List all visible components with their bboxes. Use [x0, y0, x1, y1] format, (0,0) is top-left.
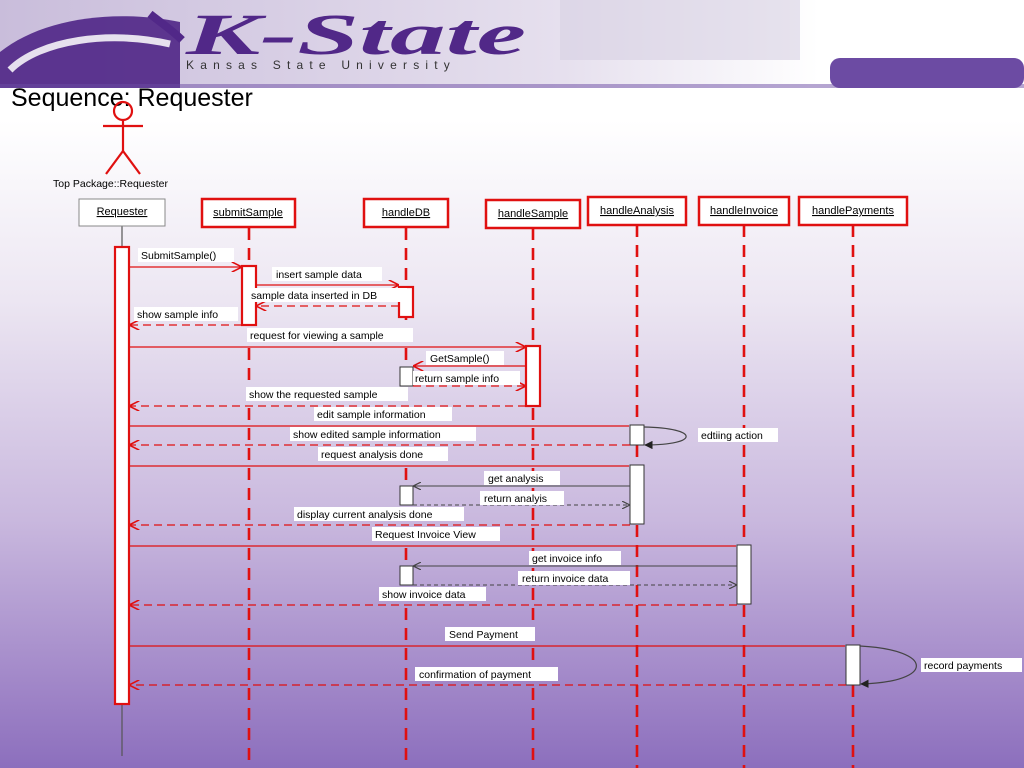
- lifeline-label-submitsample: submitSample: [213, 207, 283, 219]
- message-label: SubmitSample(): [141, 250, 216, 262]
- lifeline-label-handlesample: handleSample: [498, 208, 568, 220]
- kstate-banner: K-State Kansas State University: [0, 0, 1024, 88]
- activation-handledb-invoice: [399, 565, 414, 586]
- message-label: get analysis: [488, 473, 543, 485]
- lifeline-box-handledb: handleDB: [362, 197, 450, 229]
- message-label: sample data inserted in DB: [251, 290, 377, 302]
- message-label: get invoice info: [532, 553, 602, 565]
- message-label: Request Invoice View: [375, 529, 476, 541]
- activation-handleanalysis-edit: [629, 424, 645, 446]
- message-label: Send Payment: [449, 629, 518, 641]
- message-arrow-editing-action: [643, 426, 687, 450]
- message-label: edit sample information: [317, 409, 426, 421]
- message-label: show edited sample information: [293, 429, 441, 441]
- university-name: Kansas State University: [186, 58, 456, 72]
- message-label: show the requested sample: [249, 389, 378, 401]
- lifeline-box-handleanalysis: handleAnalysis: [586, 195, 688, 227]
- message-label: show invoice data: [382, 589, 466, 601]
- activation-handledb-analysis: [399, 485, 414, 506]
- activation-requester: [113, 245, 131, 706]
- activation-handlesample: [524, 344, 542, 408]
- lifeline-box-handlesample: handleSample: [484, 198, 582, 230]
- message-label: edtiing action: [701, 430, 763, 442]
- activation-handleanalysis-analysis: [629, 464, 645, 525]
- message-label: return analyis: [484, 493, 547, 505]
- message-label: confirmation of payment: [419, 669, 531, 681]
- kstate-logo-text: K-State: [184, 2, 526, 67]
- activation-handledb-getsample: [399, 366, 414, 387]
- lifeline-label-handledb: handleDB: [382, 207, 430, 219]
- lifeline-box-requester: Requester: [78, 198, 166, 227]
- lifeline-label-requester: Requester: [97, 206, 148, 218]
- actor-package-label: Top Package::Requester: [53, 178, 168, 190]
- message-label: insert sample data: [276, 269, 362, 281]
- message-label: display current analysis done: [297, 509, 433, 521]
- message-label: GetSample(): [430, 353, 490, 365]
- message-label: request analysis done: [321, 449, 423, 461]
- activation-handleinvoice: [736, 544, 752, 605]
- message-label: return invoice data: [522, 573, 609, 585]
- lifeline-label-handleinvoice: handleInvoice: [710, 205, 778, 217]
- lifeline-label-handlepayments: handlePayments: [812, 205, 894, 217]
- message-label-group: SubmitSample() insert sample data sample…: [134, 248, 1022, 681]
- message-label: return sample info: [415, 373, 499, 385]
- message-label: show sample info: [137, 309, 218, 321]
- lifeline-box-handleinvoice: handleInvoice: [697, 195, 791, 227]
- message-label: request for viewing a sample: [250, 330, 384, 342]
- lifeline-box-handlepayments: handlePayments: [797, 195, 909, 227]
- lifeline-label-handleanalysis: handleAnalysis: [600, 205, 674, 217]
- lifeline-box-submitsample: submitSample: [200, 197, 297, 229]
- message-label: record payments: [924, 660, 1002, 672]
- actor-stick-figure-icon: [103, 100, 143, 175]
- activation-handlepayments: [845, 644, 861, 686]
- message-arrow-record-payments: [859, 645, 917, 688]
